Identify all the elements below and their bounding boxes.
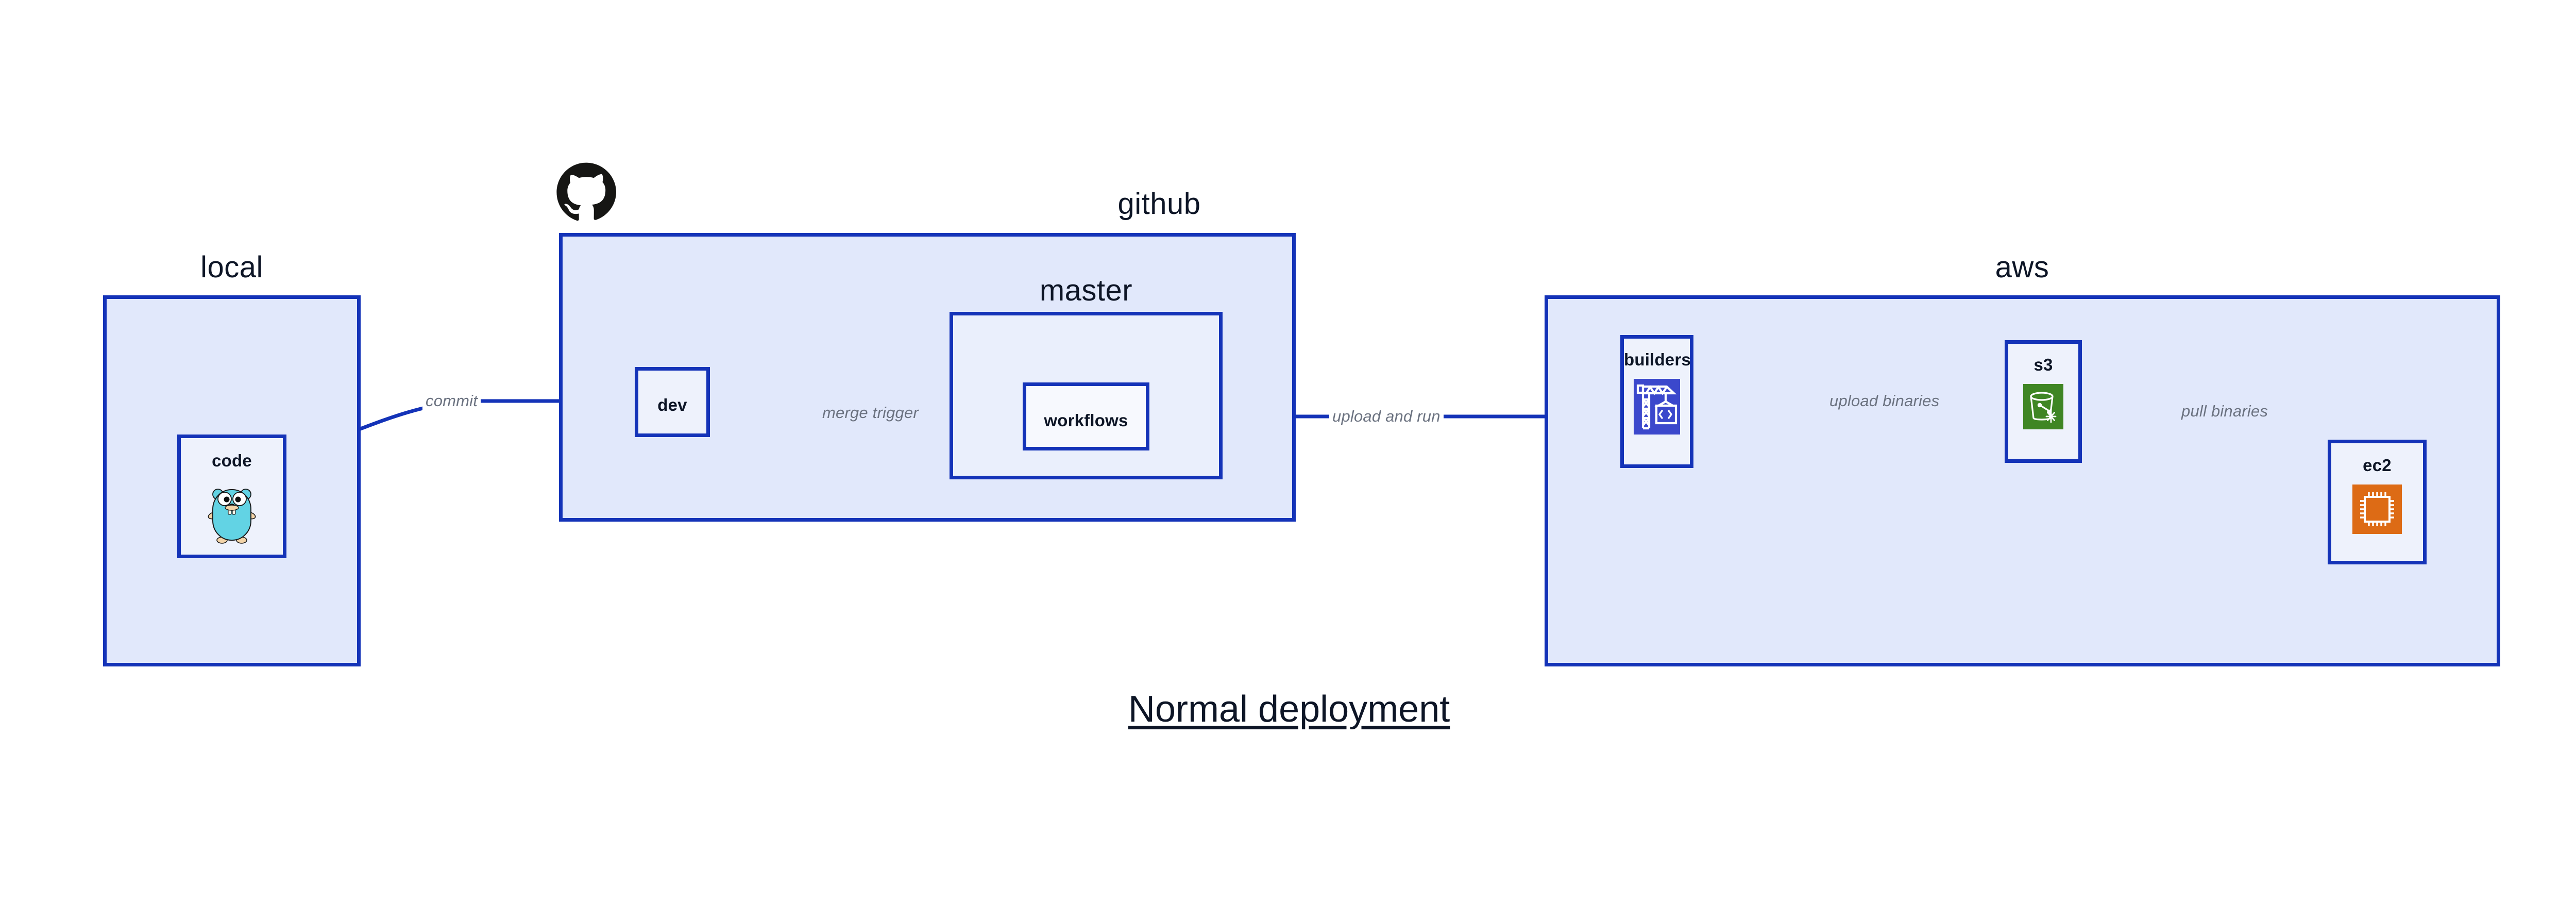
edge-label-commit: commit (422, 392, 481, 410)
aws-s3-glacier-bucket-icon (2023, 384, 2063, 429)
diagram-title: Normal deployment (1128, 689, 1450, 730)
node-label-code: code (212, 451, 252, 470)
aws-crane-code-icon (1634, 379, 1680, 435)
edge-label-merge-trigger: merge trigger (819, 404, 922, 422)
github-octocat-logo (555, 161, 618, 224)
node-label-workflows: workflows (1044, 411, 1128, 430)
edge-label-upload-binaries: upload binaries (1826, 392, 1943, 410)
node-builders[interactable]: builders (1620, 335, 1693, 468)
node-label-s3: s3 (2033, 355, 2053, 374)
group-local (103, 295, 361, 666)
group-label-github: github (1117, 187, 1201, 221)
node-label-dev: dev (657, 395, 687, 414)
group-label-local: local (200, 250, 263, 284)
go-gopher-icon (204, 483, 260, 545)
node-workflows[interactable]: workflows (1023, 382, 1149, 450)
group-label-aws: aws (1995, 250, 2049, 284)
node-ec2[interactable]: ec2 (2328, 440, 2427, 564)
edge-label-upload-and-run: upload and run (1329, 407, 1444, 426)
aws-ec2-chip-icon (2352, 485, 2402, 534)
node-s3[interactable]: s3 (2005, 340, 2082, 463)
node-code[interactable]: code (177, 435, 286, 558)
node-label-builders: builders (1624, 350, 1691, 369)
node-dev[interactable]: dev (635, 367, 710, 437)
edge-label-pull-binaries: pull binaries (2178, 402, 2272, 421)
node-label-ec2: ec2 (2363, 456, 2392, 475)
subgroup-label-master: master (1039, 274, 1133, 307)
